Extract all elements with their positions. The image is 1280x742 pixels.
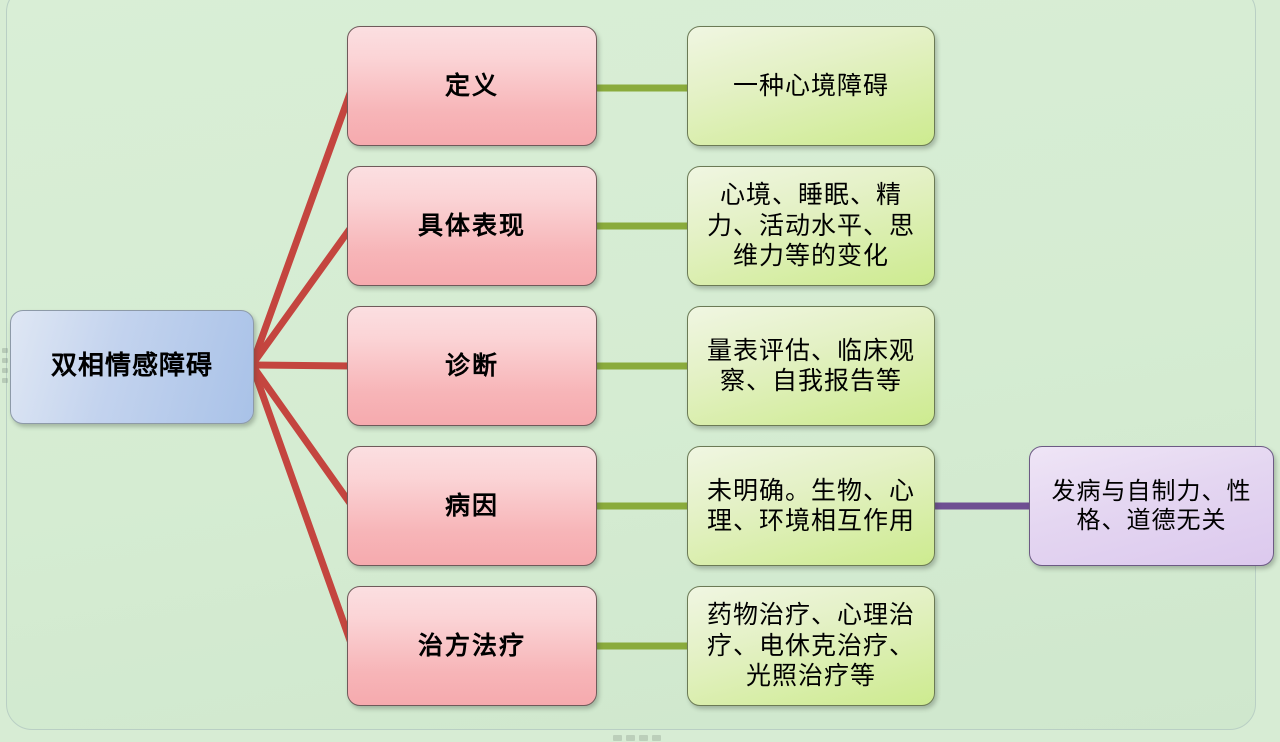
detail-node-3-label: 未明确。生物、心理、环境相互作用 (706, 475, 915, 536)
branch-node-0[interactable]: 定义 (347, 26, 597, 146)
branch-node-2[interactable]: 诊断 (347, 306, 597, 426)
detail-node-1-label: 心境、睡眠、精力、活动水平、思维力等的变化 (706, 180, 915, 271)
bottom-edge-artifact (613, 735, 669, 741)
detail-node-0[interactable]: 一种心境障碍 (687, 26, 935, 146)
branch-node-1[interactable]: 具体表现 (347, 166, 597, 286)
sub-detail-node-3[interactable]: 发病与自制力、性格、道德无关 (1029, 446, 1274, 566)
detail-node-2-label: 量表评估、临床观察、自我报告等 (706, 335, 915, 396)
root-node-label: 双相情感障碍 (50, 351, 213, 382)
branch-node-4-label: 治方法疗 (417, 630, 526, 660)
branch-node-2-label: 诊断 (444, 350, 499, 380)
branch-node-3-label: 病因 (444, 490, 499, 520)
detail-node-4-label: 药物治疗、心理治疗、电休克治疗、光照治疗等 (706, 600, 915, 691)
detail-node-4[interactable]: 药物治疗、心理治疗、电休克治疗、光照治疗等 (687, 586, 935, 706)
left-edge-artifact (2, 348, 9, 392)
detail-node-2[interactable]: 量表评估、临床观察、自我报告等 (687, 306, 935, 426)
detail-node-0-label: 一种心境障碍 (732, 70, 889, 100)
branch-node-3[interactable]: 病因 (347, 446, 597, 566)
detail-node-3[interactable]: 未明确。生物、心理、环境相互作用 (687, 446, 935, 566)
branch-node-4[interactable]: 治方法疗 (347, 586, 597, 706)
sub-detail-node-3-label: 发病与自制力、性格、道德无关 (1051, 476, 1252, 534)
branch-node-0-label: 定义 (444, 70, 499, 100)
branch-node-1-label: 具体表现 (417, 210, 526, 240)
root-node[interactable]: 双相情感障碍 (10, 310, 254, 424)
detail-node-1[interactable]: 心境、睡眠、精力、活动水平、思维力等的变化 (687, 166, 935, 286)
